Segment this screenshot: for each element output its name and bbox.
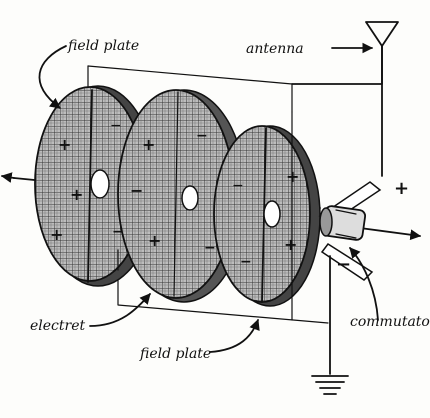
svg-text:−: − bbox=[232, 178, 244, 194]
ground-assembly bbox=[311, 255, 349, 395]
frame-rectangle-front bbox=[117, 111, 293, 321]
commutator-device bbox=[318, 181, 382, 281]
svg-text:−: − bbox=[240, 254, 252, 270]
svg-text:+: + bbox=[58, 135, 71, 154]
field-plate-disc-right bbox=[213, 125, 321, 307]
svg-text:−: − bbox=[110, 118, 122, 134]
label-antenna: antenna bbox=[246, 41, 304, 57]
label-electret: electret bbox=[30, 318, 85, 334]
svg-text:−: − bbox=[130, 181, 143, 200]
label-commutator: commutator bbox=[350, 314, 430, 330]
svg-text:+: + bbox=[284, 235, 297, 254]
label-field-plate-top: field plate bbox=[67, 38, 139, 54]
svg-text:+: + bbox=[286, 167, 299, 186]
commutator-positive-sign: + bbox=[394, 178, 409, 199]
commutator-negative-sign: − bbox=[336, 254, 351, 275]
svg-text:−: − bbox=[112, 224, 124, 240]
antenna-assembly bbox=[291, 21, 399, 177]
svg-text:+: + bbox=[148, 231, 161, 250]
svg-text:+: + bbox=[142, 135, 155, 154]
label-field-plate-bottom: field plate bbox=[139, 346, 211, 362]
svg-text:+: + bbox=[70, 185, 83, 204]
label-leaders bbox=[38, 42, 379, 353]
svg-text:−: − bbox=[196, 128, 208, 144]
svg-text:+: + bbox=[50, 225, 63, 244]
svg-text:−: − bbox=[204, 240, 216, 256]
electret-disc bbox=[117, 89, 247, 303]
disc-charge-marks: + + + − − + − + − − − + − + bbox=[50, 118, 299, 270]
